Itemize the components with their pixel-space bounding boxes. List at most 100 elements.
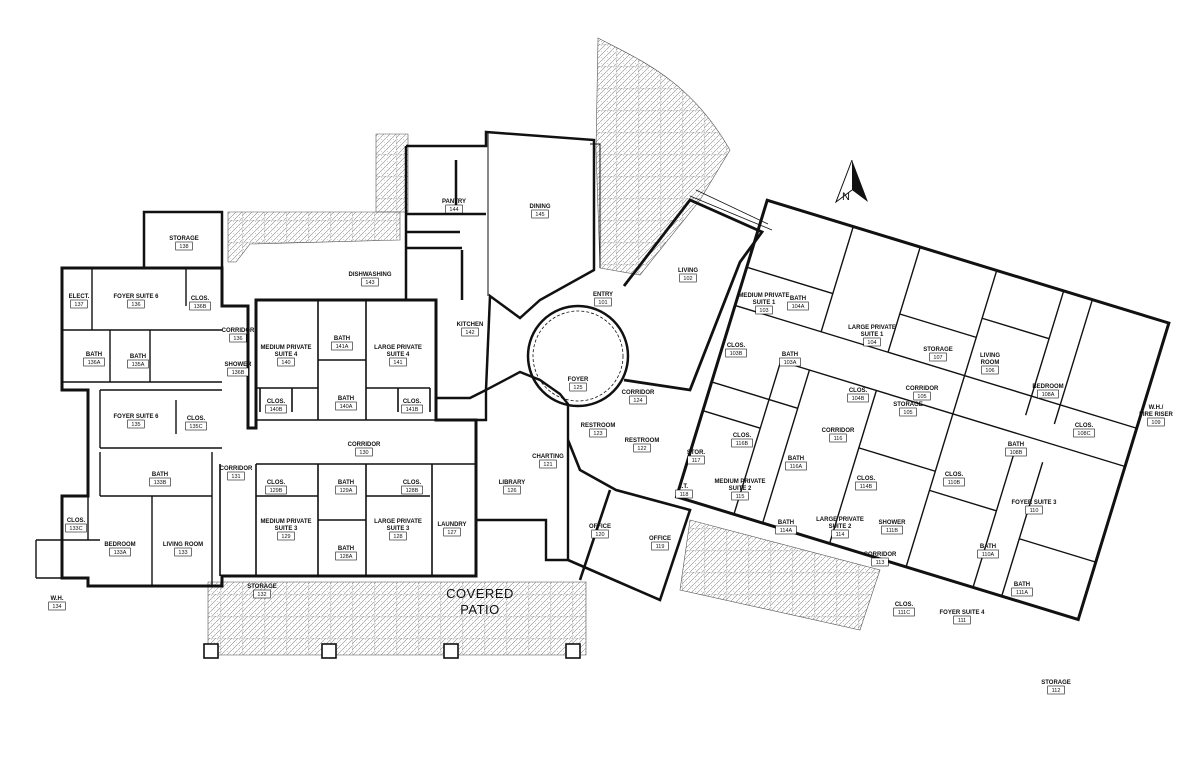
east-wing-interior xyxy=(702,226,1137,597)
room-number-box xyxy=(1047,685,1065,695)
room-tag-145: DINING 145 xyxy=(530,204,551,219)
room-name: BEDROOM xyxy=(104,542,135,548)
room-number: 104 xyxy=(867,340,876,346)
room-number: 114A xyxy=(780,528,793,534)
room-number: 119 xyxy=(656,544,665,550)
room-name: CLOS. xyxy=(403,399,422,405)
patio-label-line-2: PATIO xyxy=(460,602,500,617)
room-name: SUITE 1 xyxy=(753,300,776,306)
room-number-box xyxy=(531,209,549,219)
room-number: 135C xyxy=(189,424,202,430)
room-name: CHARTING xyxy=(532,454,564,460)
room-number-box xyxy=(265,404,287,414)
room-number: 124 xyxy=(633,398,642,404)
room-name: MEDIUM PRIVATE xyxy=(738,293,789,299)
room-number-box xyxy=(881,525,903,535)
room-name: LIVING xyxy=(980,353,1000,359)
room-name: LIBRARY xyxy=(499,480,525,486)
room-number: 116A xyxy=(790,464,803,470)
room-name: SUITE 4 xyxy=(387,352,410,358)
room-number: 103B xyxy=(730,351,743,357)
room-tag-137: ELECT.137 xyxy=(69,294,90,309)
room-number-box xyxy=(65,523,87,533)
room-name: BATH xyxy=(152,472,168,478)
room-name: CORRIDOR xyxy=(222,328,255,334)
room-number: 140 xyxy=(281,360,290,366)
room-number: 125 xyxy=(573,385,582,391)
room-number: 136 xyxy=(233,336,242,342)
room-tag-104b: CLOS.104B xyxy=(847,388,869,403)
room-name: FOYER xyxy=(568,377,589,383)
room-name: RESTROOM xyxy=(625,438,660,444)
entry-walkway-hatch xyxy=(595,37,731,276)
room-number-box xyxy=(127,299,145,309)
suite4-walls xyxy=(256,300,436,421)
room-number-box xyxy=(1147,417,1165,427)
room-name: FOYER SUITE 6 xyxy=(113,414,159,420)
room-number-box xyxy=(335,401,357,411)
room-number: 101 xyxy=(598,300,607,306)
room-number: 103A xyxy=(784,360,797,366)
room-name: CLOS. xyxy=(895,602,914,608)
offices-walls xyxy=(566,439,692,602)
room-number: 105 xyxy=(903,410,912,416)
west-interior-walls xyxy=(35,268,222,586)
room-number-box xyxy=(591,529,609,539)
room-tag-124: CORRIDOR 124 xyxy=(622,390,655,405)
north-arrow-shape xyxy=(852,160,868,202)
room-number: 143 xyxy=(365,280,374,286)
suite3-walls xyxy=(219,463,476,576)
room-name: LIVING xyxy=(678,268,698,274)
post-2 xyxy=(321,643,337,659)
room-name: DINING xyxy=(530,204,551,210)
room-name: CORRIDOR xyxy=(348,442,381,448)
room-tag-134: W.H.134 xyxy=(48,596,66,611)
kitchen-dining-walls xyxy=(404,130,596,400)
room-number: 104B xyxy=(852,396,865,402)
room-number: 127 xyxy=(447,530,456,536)
room-name: CLOS. xyxy=(733,433,752,439)
room-number: 145 xyxy=(535,212,544,218)
room-name: LAUNDRY xyxy=(437,522,466,528)
room-name: CLOS. xyxy=(1075,423,1094,429)
room-number: 102 xyxy=(683,276,692,282)
room-number-box xyxy=(227,367,249,377)
room-number: 137 xyxy=(74,302,83,308)
room-number: 142 xyxy=(465,330,474,336)
room-tag-140b: CLOS.140B xyxy=(265,399,287,414)
room-number-box xyxy=(355,447,373,457)
room-name: I.T. xyxy=(680,484,688,490)
room-name: SUITE 3 xyxy=(387,526,410,532)
room-number-box xyxy=(725,348,747,358)
room-name: BATH xyxy=(130,354,146,360)
room-name: BATH xyxy=(778,520,794,526)
foyer-rotunda-outer xyxy=(526,304,630,408)
room-number: 121 xyxy=(543,462,552,468)
room-tag-110b: CLOS.110B xyxy=(943,472,965,487)
room-name: STOR. xyxy=(687,450,706,456)
room-number-box xyxy=(633,443,651,453)
room-tag-125: FOYER 125 xyxy=(568,377,589,392)
room-number-box xyxy=(70,299,88,309)
room-number: 120 xyxy=(595,532,604,538)
room-tag-114b: CLOS.114B xyxy=(855,476,877,491)
room-number: 140B xyxy=(270,407,283,413)
room-name: SHOWER xyxy=(879,520,907,526)
room-name: CLOS. xyxy=(403,480,422,486)
north-arrow-outline xyxy=(834,159,853,204)
room-name: CORRIDOR xyxy=(622,390,655,396)
room-number: 141A xyxy=(336,344,349,350)
